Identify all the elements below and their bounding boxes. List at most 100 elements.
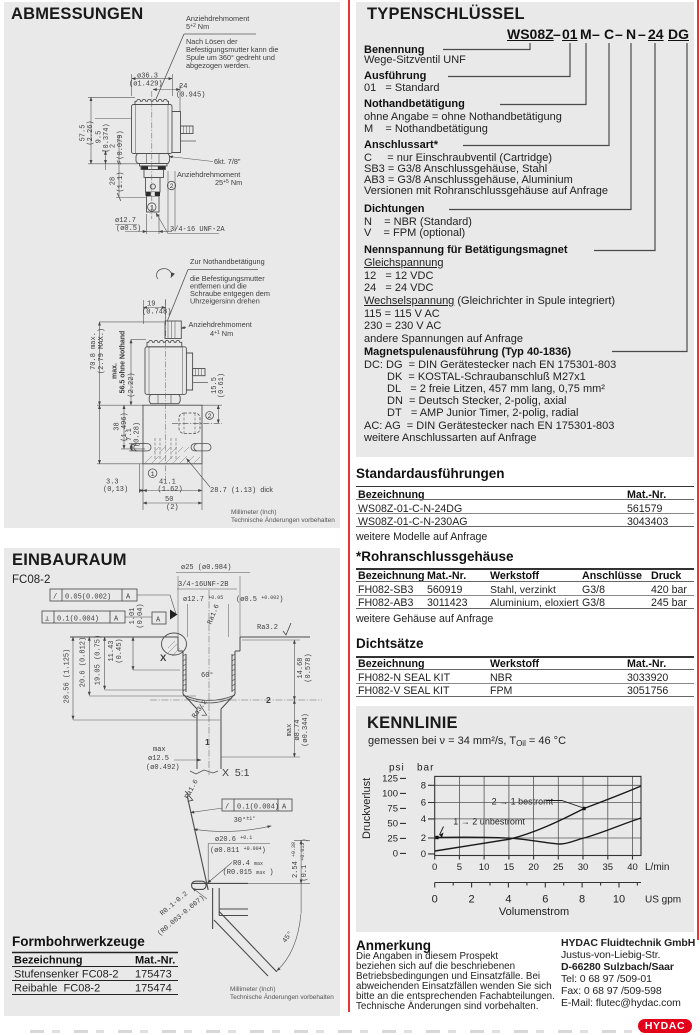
svg-text:Ra1.6: Ra1.6 bbox=[206, 603, 221, 625]
svg-text:15.5: 15.5 bbox=[211, 377, 219, 394]
svg-text:X 5:1: X 5:1 bbox=[222, 767, 250, 779]
svg-text:(2.79 MAX.): (2.79 MAX.) bbox=[98, 328, 106, 374]
svg-text:Nach Lösen der: Nach Lösen der bbox=[186, 37, 238, 46]
svg-text:ø36.3: ø36.3 bbox=[137, 73, 158, 81]
svg-text:Ra3.2: Ra3.2 bbox=[191, 699, 210, 721]
svg-text:Spule um 360° gedreht und: Spule um 360° gedreht und bbox=[186, 53, 275, 62]
svg-text:A: A bbox=[282, 804, 287, 812]
svg-text:Druckverlust: Druckverlust bbox=[361, 778, 373, 839]
svg-text:14.68: 14.68 bbox=[297, 657, 305, 678]
svg-text:entfernen und die: entfernen und die bbox=[190, 282, 247, 291]
svg-text:(0.748): (0.748) bbox=[142, 309, 171, 317]
svg-text:Formbohrwerkzeuge: Formbohrwerkzeuge bbox=[12, 934, 145, 949]
svg-text:Anziehdrehmoment: Anziehdrehmoment bbox=[177, 170, 240, 179]
svg-text:6: 6 bbox=[542, 894, 548, 906]
svg-text:4: 4 bbox=[505, 894, 511, 906]
svg-text:(1.1): (1.1) bbox=[117, 171, 125, 192]
svg-text:⊥: ⊥ bbox=[45, 616, 49, 624]
svg-text:ø12.7: ø12.7 bbox=[115, 217, 136, 225]
svg-text:19: 19 bbox=[147, 301, 155, 309]
svg-text:175474: 175474 bbox=[135, 983, 172, 995]
svg-text:10: 10 bbox=[479, 862, 490, 873]
svg-text:3/4-16 UNF-2A: 3/4-16 UNF-2A bbox=[170, 226, 225, 234]
svg-text:30: 30 bbox=[578, 862, 589, 873]
svg-text:20.6 (0.812): 20.6 (0.812) bbox=[80, 637, 88, 687]
svg-text:2: 2 bbox=[208, 413, 212, 420]
svg-text:3.3: 3.3 bbox=[106, 479, 119, 487]
svg-text:Anziehdrehmoment: Anziehdrehmoment bbox=[186, 14, 249, 23]
svg-text:L/min: L/min bbox=[645, 862, 669, 873]
svg-text:4+1 Nm: 4+1 Nm bbox=[210, 329, 233, 338]
svg-text:2: 2 bbox=[469, 894, 475, 906]
svg-text:175473: 175473 bbox=[135, 969, 172, 981]
svg-text:24: 24 bbox=[179, 83, 187, 91]
svg-text:Technische Änderungen vorbehal: Technische Änderungen vorbehalten bbox=[231, 516, 335, 524]
svg-text:5+2 Nm: 5+2 Nm bbox=[186, 22, 209, 31]
svg-text:(0.945): (0.945) bbox=[176, 92, 205, 100]
svg-text:ø12.5: ø12.5 bbox=[148, 755, 169, 763]
svg-text:max: max bbox=[153, 746, 166, 754]
svg-text:9.5: 9.5 bbox=[96, 131, 104, 144]
svg-text:1: 1 bbox=[205, 737, 210, 747]
svg-text:max: max bbox=[286, 724, 294, 737]
svg-text:X: X bbox=[160, 653, 167, 664]
svg-text:Reibahle FC08-2: Reibahle FC08-2 bbox=[14, 983, 100, 995]
svg-text:A: A bbox=[156, 617, 161, 625]
svg-text:Befestigungsmutter kann die: Befestigungsmutter kann die bbox=[186, 45, 278, 54]
svg-text:max.: max. bbox=[112, 363, 119, 379]
svg-text:(0.45): (0.45) bbox=[116, 638, 124, 663]
svg-text:35: 35 bbox=[603, 862, 614, 873]
svg-text:Bezeichnung: Bezeichnung bbox=[14, 955, 82, 967]
svg-text:60°: 60° bbox=[201, 671, 214, 680]
svg-text:6: 6 bbox=[421, 798, 426, 809]
svg-text:(0.079): (0.079) bbox=[117, 130, 125, 159]
svg-text:(ø0.344): (ø0.344) bbox=[302, 713, 310, 747]
svg-text:Mat.-Nr.: Mat.-Nr. bbox=[135, 955, 175, 967]
svg-text:4: 4 bbox=[421, 814, 426, 825]
svg-text:/: / bbox=[225, 804, 229, 812]
svg-text:Ra1.6: Ra1.6 bbox=[184, 778, 201, 800]
svg-text:abgezogen werden.: abgezogen werden. bbox=[186, 61, 250, 70]
svg-text:20: 20 bbox=[528, 862, 539, 873]
svg-text:2 → 1 bestromt: 2 → 1 bestromt bbox=[492, 797, 554, 807]
svg-text:(2.26): (2.26) bbox=[87, 120, 95, 145]
svg-text:11.43: 11.43 bbox=[108, 640, 116, 661]
svg-text:1: 1 bbox=[150, 205, 154, 212]
svg-text:(ø0.5): (ø0.5) bbox=[116, 225, 141, 233]
svg-text:(ø1.429): (ø1.429) bbox=[129, 81, 163, 89]
svg-text:(ø0.811 +0.004): (ø0.811 +0.004) bbox=[210, 846, 266, 855]
svg-text:28: 28 bbox=[110, 177, 118, 185]
svg-text:ø25 (ø0.984): ø25 (ø0.984) bbox=[181, 564, 231, 572]
svg-text:(0.04): (0.04) bbox=[137, 603, 145, 628]
svg-text:56.5 ohne Nothand: 56.5 ohne Nothand bbox=[120, 331, 127, 394]
svg-text:57.5: 57.5 bbox=[80, 125, 88, 142]
svg-text:Stufensenker FC08-2: Stufensenker FC08-2 bbox=[14, 969, 119, 981]
svg-text:7.1: 7.1 bbox=[126, 428, 134, 441]
svg-text:45°: 45° bbox=[280, 929, 295, 944]
svg-text:ø20.6 +0.1: ø20.6 +0.1 bbox=[215, 835, 252, 844]
svg-text:2: 2 bbox=[110, 144, 118, 148]
svg-text:2: 2 bbox=[266, 695, 271, 705]
svg-text:(R0.015 max ): (R0.015 max ) bbox=[223, 869, 274, 877]
svg-text:1 → 2 unbestromt: 1 → 2 unbestromt bbox=[453, 817, 525, 827]
svg-text:10: 10 bbox=[613, 894, 625, 906]
svg-text:2: 2 bbox=[170, 183, 174, 190]
svg-text:(2): (2) bbox=[166, 504, 179, 512]
svg-text:70.8 max.: 70.8 max. bbox=[90, 332, 98, 370]
svg-text:ø12.7 +0.05: ø12.7 +0.05 bbox=[183, 595, 223, 604]
svg-text:125: 125 bbox=[382, 773, 398, 784]
svg-text:0: 0 bbox=[432, 862, 437, 873]
svg-text:25: 25 bbox=[553, 862, 564, 873]
svg-text:(2.22): (2.22) bbox=[128, 372, 136, 397]
svg-text:(ø0.492): (ø0.492) bbox=[146, 764, 180, 772]
svg-text:Millimeter (Inch): Millimeter (Inch) bbox=[230, 986, 275, 993]
svg-text:2: 2 bbox=[421, 833, 426, 844]
svg-text:bar: bar bbox=[417, 763, 434, 774]
svg-text:Millimeter (Inch): Millimeter (Inch) bbox=[231, 509, 276, 516]
svg-text:Ra3.2: Ra3.2 bbox=[257, 624, 278, 632]
svg-text:41.1: 41.1 bbox=[159, 479, 176, 487]
svg-text:75: 75 bbox=[387, 803, 398, 814]
svg-text:100: 100 bbox=[382, 788, 398, 799]
svg-text:(0.61): (0.61) bbox=[218, 373, 226, 398]
svg-text:19.05 (0.75): 19.05 (0.75) bbox=[95, 635, 103, 685]
